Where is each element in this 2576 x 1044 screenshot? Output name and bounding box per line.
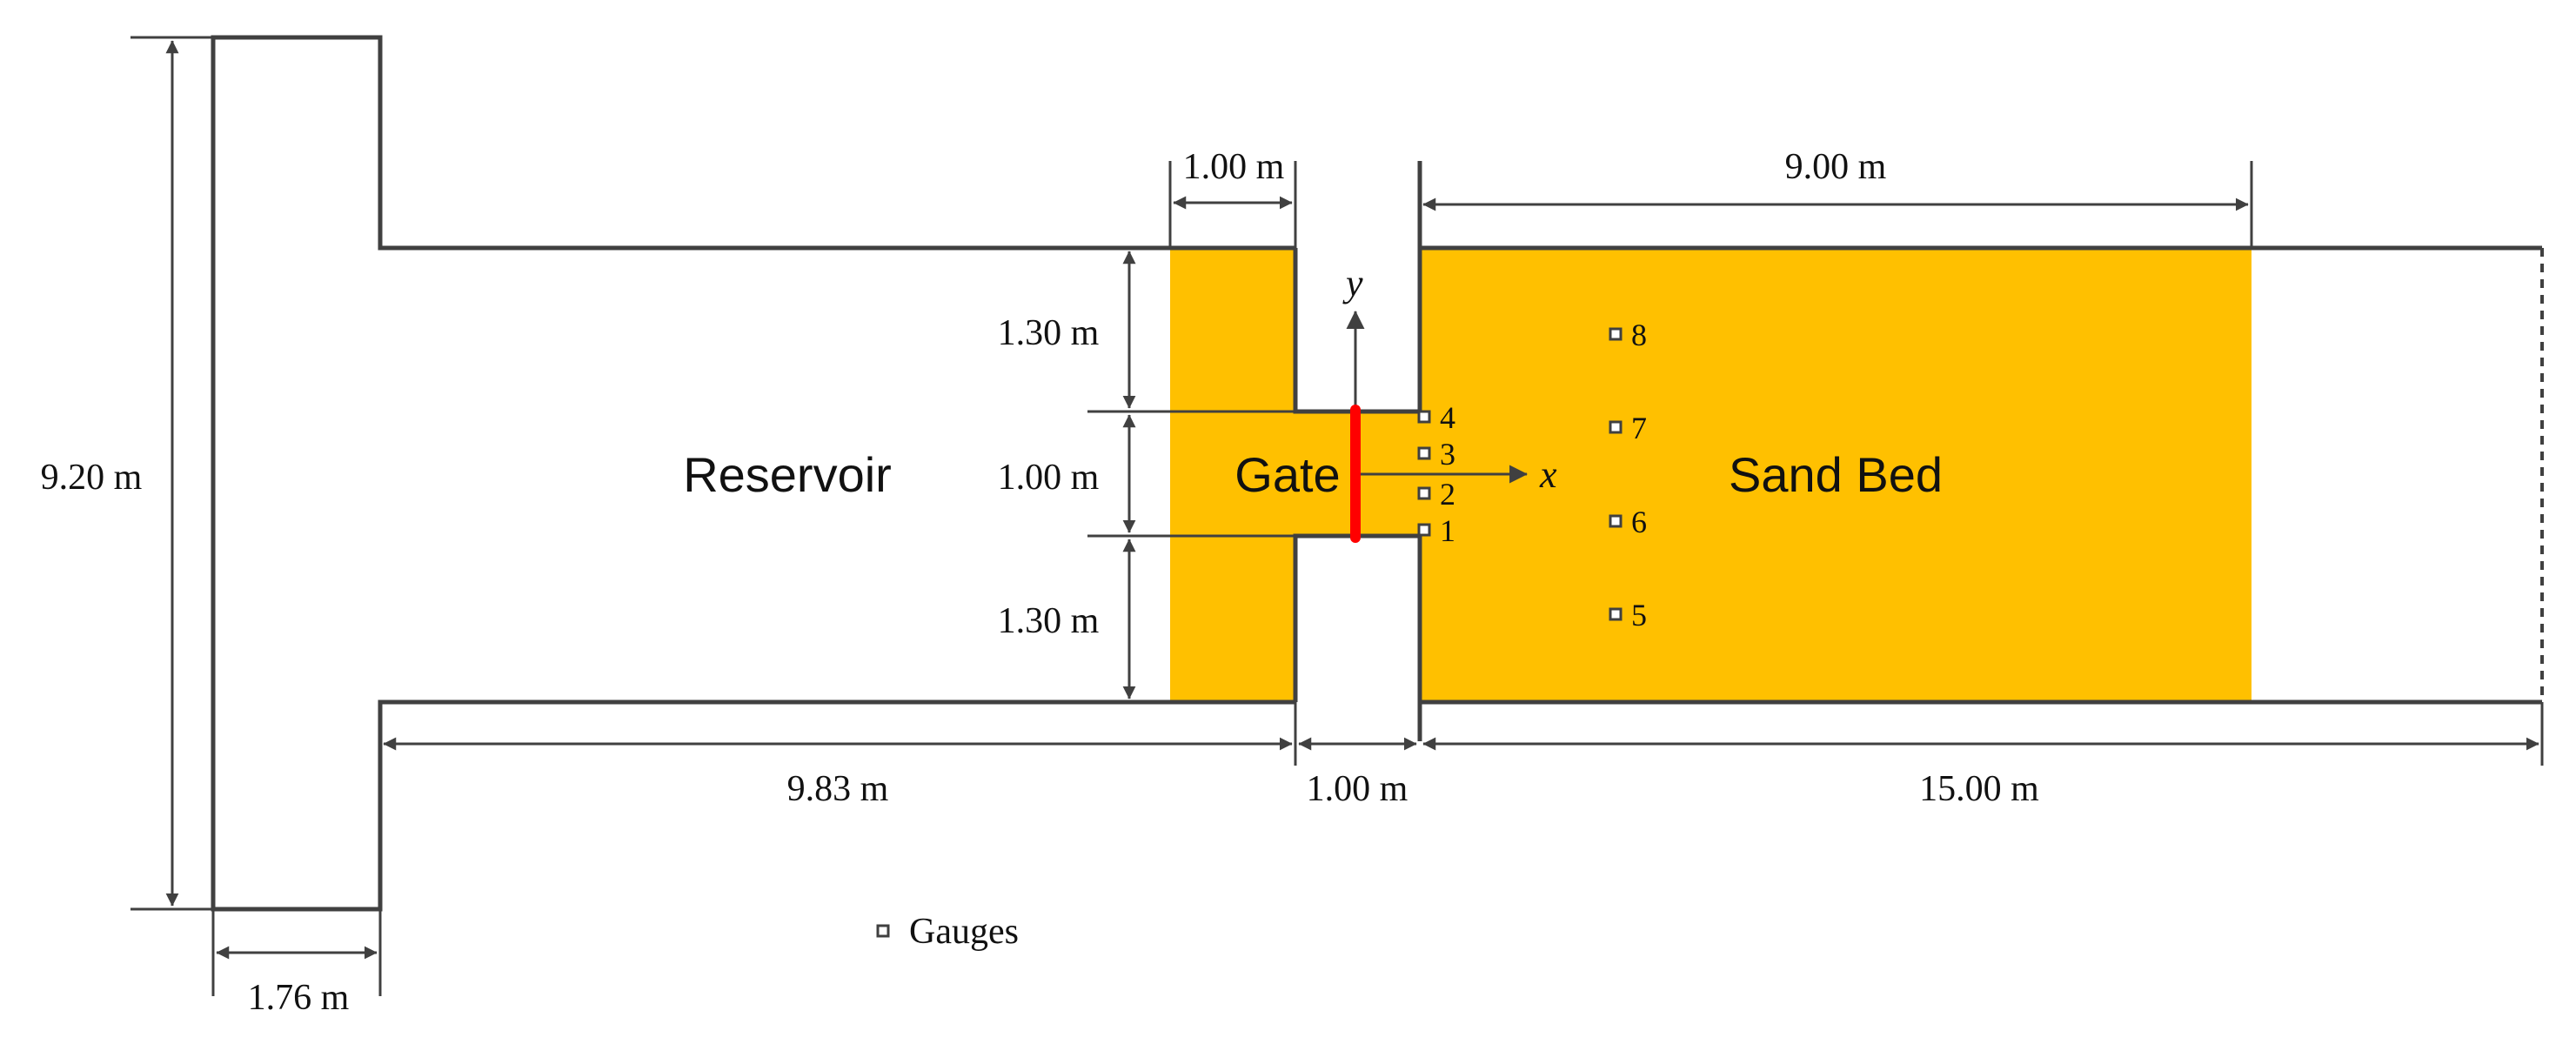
- gauge-label-5: 5: [1631, 598, 1647, 632]
- gate-label: Gate: [1234, 447, 1340, 502]
- x-axis-label: x: [1539, 453, 1557, 496]
- dim-lower-wall: 1.30 m: [998, 601, 1100, 641]
- dim-total-height: 9.20 m: [41, 458, 143, 498]
- dim-opening: 1.00 m: [998, 458, 1100, 498]
- dim-sand-bed-length: 9.00 m: [1785, 147, 1887, 187]
- gauge-marker-6: [1609, 514, 1623, 528]
- gauge-marker-1: [1417, 523, 1431, 537]
- gauge-marker-3: [1417, 446, 1431, 460]
- gauge-label-4: 4: [1440, 400, 1455, 435]
- gauge-marker-2: [1417, 486, 1431, 500]
- gauge-marker-8: [1609, 327, 1623, 341]
- gauge-label-8: 8: [1631, 318, 1647, 352]
- dim-reservoir-length: 9.83 m: [787, 769, 889, 809]
- legend-gauges-label: Gauges: [909, 912, 1019, 952]
- gate-sand-region: [1170, 248, 1295, 702]
- gauge-label-7: 7: [1631, 411, 1647, 445]
- dim-gate-gap: 1.00 m: [1307, 769, 1408, 809]
- dim-downstream-length: 15.00 m: [1919, 769, 2039, 809]
- gauge-label-1: 1: [1440, 513, 1455, 548]
- gauge-label-3: 3: [1440, 437, 1455, 472]
- gauge-marker-4: [1417, 410, 1431, 424]
- dim-gate-block-width: 1.00 m: [1183, 147, 1285, 187]
- reservoir-label: Reservoir: [683, 447, 892, 502]
- dim-upper-wall: 1.30 m: [998, 313, 1100, 353]
- dim-reservoir-width: 1.76 m: [248, 978, 350, 1018]
- sand-bed-region: [1420, 248, 2251, 702]
- legend-gauge-marker: [876, 924, 890, 938]
- gauge-label-2: 2: [1440, 477, 1455, 512]
- gauge-label-6: 6: [1631, 505, 1647, 539]
- gate-divider-lower: [1293, 533, 1420, 702]
- y-axis-label: y: [1342, 262, 1363, 304]
- downstream-wall-bottom: [1417, 536, 2542, 741]
- sand-bed-label: Sand Bed: [1729, 447, 1943, 502]
- gauge-marker-7: [1609, 420, 1623, 434]
- gauge-marker-5: [1609, 607, 1623, 621]
- downstream-wall-top: [1417, 161, 2542, 412]
